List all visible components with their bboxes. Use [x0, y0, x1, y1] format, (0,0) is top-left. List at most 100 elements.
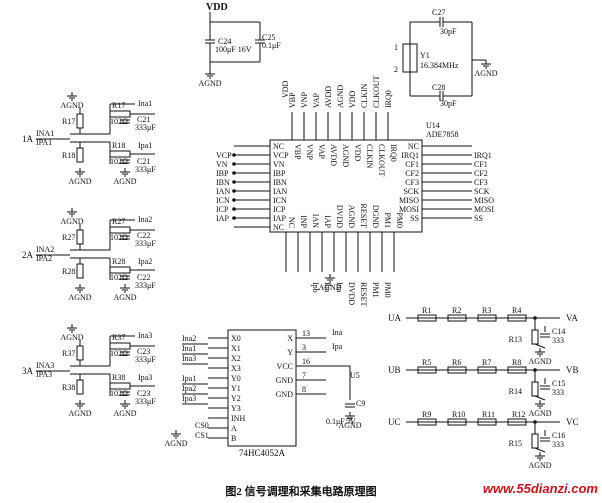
agnd-phase-burden: AGND — [68, 177, 91, 186]
phase-r-top-value: 102Ω — [110, 349, 128, 358]
agnd-phase-bot: AGND — [113, 177, 136, 186]
divider-rg-1: R14 — [509, 387, 522, 396]
left-pin-5: IAN — [273, 187, 287, 196]
phase-name: 1A — [22, 134, 34, 144]
left-net-dot — [232, 180, 236, 184]
bottom-net-6: PM0 — [383, 282, 392, 298]
mux-cap-label: C9 — [356, 399, 365, 408]
crystal-pin-2: 2 — [394, 65, 398, 74]
divider-r-2-2: R11 — [482, 410, 495, 419]
left-net-7: IAP — [216, 214, 229, 223]
agnd-mux-left: AGND — [164, 439, 187, 448]
top-pin-4: AGND — [336, 85, 345, 108]
phase-out-b: Ipa1 — [138, 141, 152, 150]
agnd-vdd: AGND — [198, 79, 221, 88]
divider-cap-val-1: 333 — [552, 388, 564, 397]
divider-resistor — [507, 314, 527, 322]
divider-r-gnd — [531, 329, 539, 345]
right-net-7: SS — [474, 214, 483, 223]
agnd-divider-0: AGND — [528, 357, 551, 366]
phase-burden-bot — [76, 379, 84, 395]
divider-resistor — [507, 418, 527, 426]
left-net-3: IBN — [216, 178, 230, 187]
phase-out-b: Ipa3 — [138, 373, 152, 382]
phase-burden-bot-label: R18 — [62, 151, 75, 160]
c25-value: 0.1μF — [262, 41, 281, 50]
mux-x-input-0: Ina2 — [182, 334, 196, 343]
right-pin-4: CF3 — [405, 178, 419, 187]
top-pin-7: CLKOUT — [372, 75, 381, 108]
mux-left-pin-8: INH — [231, 414, 245, 423]
phase-cap-label: C23 — [137, 347, 150, 356]
divider-r-0-0: R1 — [422, 306, 431, 315]
divider-out-2: VC — [566, 417, 579, 427]
bottom-pin-7: DGND — [371, 205, 380, 228]
c24-label: C24 — [218, 37, 231, 46]
mux-left-pin-4: Y0 — [231, 374, 241, 383]
top-pin-2: VAP — [312, 92, 321, 108]
right-pin-3: CF2 — [405, 169, 419, 178]
agnd-crystal: AGND — [474, 69, 497, 78]
left-net-dot — [232, 198, 236, 202]
phase-net-a: INA1 — [36, 129, 54, 138]
right-pin-0: NC — [408, 142, 419, 151]
divider-resistor — [447, 418, 467, 426]
divider-r-1-0: R5 — [422, 358, 431, 367]
phase-cap-value: 333μF — [135, 355, 156, 364]
phase-burden-bot — [76, 147, 84, 163]
phase-r-bot-label: R28 — [112, 257, 125, 266]
top-pin-inner-3: AVDD — [329, 144, 338, 166]
mux-left-pin-9: A — [231, 424, 237, 433]
left-net-dot — [232, 189, 236, 193]
mux-left-pin-7: Y3 — [231, 404, 241, 413]
phase-r-top-label: R37 — [112, 333, 125, 342]
agnd-divider-1: AGND — [528, 409, 551, 418]
divider-rg-0: R13 — [509, 335, 522, 344]
top-pin-inner-2: VAP — [317, 144, 326, 160]
right-pin-8: SS — [410, 214, 419, 223]
bottom-net-3: DVDD — [347, 282, 356, 305]
divider-resistor — [477, 366, 497, 374]
agnd-phase-top: AGND — [60, 101, 83, 110]
divider-cap-2: C16 — [552, 431, 565, 440]
left-pin-4: IBN — [273, 178, 287, 187]
divider-cap-1: C15 — [552, 379, 565, 388]
mux-left-pin-1: X1 — [231, 344, 241, 353]
crystal-value: 16.384MHz — [420, 61, 459, 70]
divider-r-0-3: R4 — [512, 306, 521, 315]
phase-r-bot-value: 102Ω — [110, 389, 128, 398]
divider-resistor — [417, 314, 437, 322]
wire — [534, 395, 546, 401]
phase-burden-bot-label: R38 — [62, 383, 75, 392]
divider-resistor — [447, 366, 467, 374]
mux-vcc-ref: U5 — [350, 371, 360, 380]
left-pin-3: IBP — [273, 169, 286, 178]
phase-burden-top — [76, 113, 84, 129]
phase-r-bot-value: 102Ω — [110, 273, 128, 282]
left-pin-6: ICN — [273, 196, 287, 205]
phase-burden-top-label: R27 — [62, 233, 75, 242]
agnd-phase-top: AGND — [60, 217, 83, 226]
left-pin-1: VCP — [273, 151, 289, 160]
phase-r-bot-label: R38 — [112, 373, 125, 382]
left-pin-8: IAP — [273, 214, 286, 223]
top-pin-inner-8: IRQ0 — [389, 144, 398, 162]
phase-burden-top — [76, 229, 84, 245]
phase-cap-value: 333μF — [135, 239, 156, 248]
divider-resistor — [417, 418, 437, 426]
phase-cap-label-2: C21 — [137, 157, 150, 166]
phase-cap-label: C21 — [137, 115, 150, 124]
ade7858-ref: U14 — [426, 121, 440, 130]
crystal-label: Y1 — [420, 51, 430, 60]
mux-left-pin-3: X3 — [231, 364, 241, 373]
phase-out-a: Ina1 — [138, 99, 152, 108]
mux-left-pin-0: X0 — [231, 334, 241, 343]
top-pin-0: VBP — [288, 92, 297, 108]
crystal-y1 — [402, 43, 418, 73]
mux-right-pin-3: GND — [276, 376, 294, 385]
agnd-phase-burden: AGND — [68, 293, 91, 302]
mux-cap-value: 0.1μF — [326, 417, 345, 426]
top-pin-inner-5: VDD — [353, 144, 362, 162]
phase-net-b: IPA1 — [36, 138, 52, 147]
